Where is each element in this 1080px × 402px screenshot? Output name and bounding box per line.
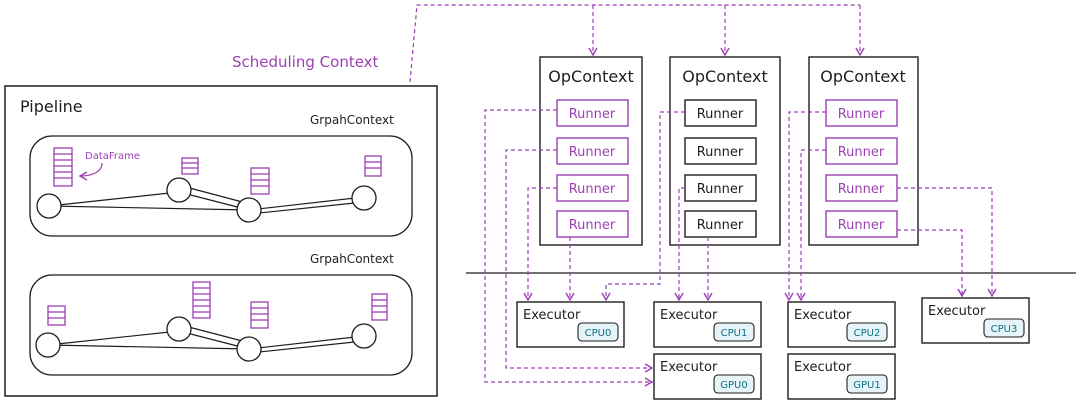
- device-label: CPU0: [585, 328, 612, 339]
- executor-gpu1: Executor GPU1: [787, 353, 896, 400]
- executor-title: Executor: [660, 360, 718, 375]
- dataframe-pointer-arrow: [78, 162, 103, 181]
- executor-cpu1: Executor CPU1: [653, 301, 762, 348]
- runner: Runner: [825, 99, 898, 127]
- runner-label: Runner: [697, 145, 744, 160]
- runner: Runner: [684, 174, 757, 202]
- device-badge: [713, 322, 755, 342]
- graph-node: [351, 323, 377, 349]
- device-badge: [846, 374, 888, 394]
- dataframe-label: DataFrame: [85, 151, 140, 162]
- device-label: CPU1: [721, 328, 748, 339]
- dispatch-arrows: [484, 109, 997, 387]
- graph-node: [351, 185, 377, 211]
- runner: Runner: [556, 210, 629, 238]
- executor-title: Executor: [794, 308, 852, 323]
- runner: Runner: [825, 137, 898, 165]
- executor-gpu0: Executor GPU0: [653, 353, 762, 400]
- executor-title: Executor: [794, 360, 852, 375]
- graph-node: [36, 193, 62, 219]
- op-context-title: OpContext: [548, 67, 633, 86]
- executor-cpu0: Executor CPU0: [516, 301, 625, 348]
- executor-title: Executor: [928, 304, 986, 319]
- graph-node: [236, 336, 262, 362]
- device-label: CPU3: [991, 324, 1018, 335]
- runner-label: Runner: [569, 218, 616, 233]
- runner: Runner: [556, 137, 629, 165]
- graph-context-title: GrpahContext: [310, 113, 394, 127]
- runner-label: Runner: [697, 218, 744, 233]
- device-badge: [846, 322, 888, 342]
- op-context-title: OpContext: [682, 67, 767, 86]
- runner-label: Runner: [697, 182, 744, 197]
- dataframe-stack: [47, 305, 66, 326]
- graph-nodes: [36, 177, 377, 223]
- executor-cpu2: Executor CPU2: [787, 301, 896, 348]
- scheduling-context-label: Scheduling Context: [232, 53, 379, 71]
- graph-context-title: GrpahContext: [310, 252, 394, 266]
- op-context-3: OpContext: [808, 56, 919, 246]
- runner-label: Runner: [838, 145, 885, 160]
- device-badge: [577, 322, 619, 342]
- op-context-1: OpContext: [539, 56, 643, 246]
- runner-label: Runner: [569, 145, 616, 160]
- dataframe-stack: [364, 155, 382, 177]
- graph-node: [166, 316, 192, 342]
- executor-cpu3: Executor CPU3: [921, 297, 1030, 344]
- pipeline-title: Pipeline: [20, 97, 83, 116]
- graph-node: [166, 177, 192, 203]
- runner: Runner: [825, 210, 898, 238]
- dataframe-stack: [181, 157, 199, 175]
- runner: Runner: [556, 99, 629, 127]
- op-context-title: OpContext: [820, 67, 905, 86]
- dataframe-stack: [371, 293, 388, 321]
- executor-title: Executor: [660, 308, 718, 323]
- pipeline-box: Pipeline: [4, 85, 438, 397]
- scheduling-bus: [409, 4, 865, 83]
- graph-node: [236, 197, 262, 223]
- device-label: GPU1: [853, 380, 880, 391]
- graph-edges: [47, 324, 365, 354]
- runner: Runner: [556, 174, 629, 202]
- runner-label: Runner: [569, 107, 616, 122]
- device-label: CPU2: [854, 328, 881, 339]
- graph-context-2: GrpahContext: [29, 252, 413, 376]
- graph-edges: [48, 185, 365, 215]
- graph-nodes: [35, 316, 377, 362]
- runner-label: Runner: [838, 218, 885, 233]
- graph-node: [35, 332, 61, 358]
- runner: Runner: [825, 174, 898, 202]
- runner: Runner: [684, 210, 757, 238]
- executor-title: Executor: [523, 308, 581, 323]
- device-label: GPU0: [720, 380, 747, 391]
- device-badge: [983, 318, 1025, 338]
- dataframe-stack: [250, 167, 270, 195]
- graph-context-1: GrpahContext DataFrame: [29, 113, 413, 237]
- runner: Runner: [684, 99, 757, 127]
- runner: Runner: [684, 137, 757, 165]
- runner-label: Runner: [838, 107, 885, 122]
- op-context-2: OpContext: [669, 56, 781, 246]
- device-badge: [713, 374, 755, 394]
- dataframe-stack: [53, 147, 73, 187]
- dataframe-stack: [250, 301, 269, 329]
- dataframe-stack: [192, 281, 211, 319]
- runner-label: Runner: [569, 182, 616, 197]
- runner-label: Runner: [838, 182, 885, 197]
- runner-label: Runner: [697, 107, 744, 122]
